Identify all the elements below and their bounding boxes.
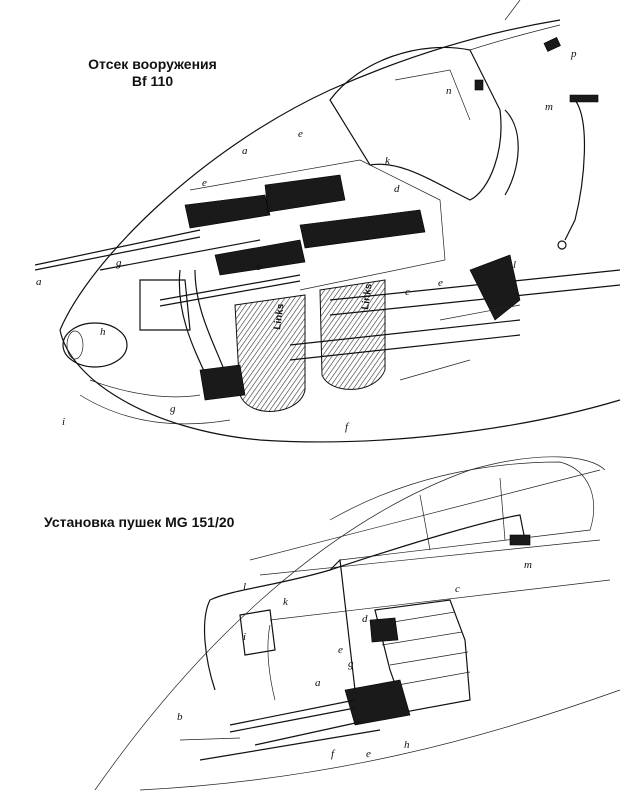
- top-label-g-upper: g: [116, 257, 122, 269]
- nose-lower-outline: [59, 329, 621, 443]
- top-label-l: l: [513, 259, 516, 271]
- top-label-i: i: [62, 416, 65, 428]
- top-title-line1: Отсек вооружения: [88, 56, 217, 72]
- ammunition-magazine: [374, 599, 471, 713]
- bottom-label-a: a: [315, 677, 321, 689]
- top-label-h: h: [100, 326, 106, 338]
- bottom-label-m: m: [524, 559, 532, 571]
- bottom-label-e-upper: e: [338, 644, 343, 656]
- top-label-e-top: e: [298, 128, 303, 140]
- feed-hose: [209, 558, 356, 691]
- top-label-c: c: [405, 286, 410, 298]
- top-label-e-right: e: [438, 277, 443, 289]
- top-label-b: b: [256, 261, 262, 273]
- top-label-a: a: [242, 145, 248, 157]
- bottom-label-i: i: [243, 631, 246, 643]
- top-label-p: p: [570, 48, 577, 60]
- bottom-label-l: l: [243, 581, 246, 593]
- top-label-d: d: [394, 183, 400, 195]
- top-nose-section: a a b c d e e e f g g h i k l m n p Link…: [34, 0, 621, 443]
- links-label-left: Links: [272, 303, 287, 331]
- canopy-frame: [329, 46, 502, 201]
- top-label-n: n: [446, 85, 452, 97]
- bottom-label-b: b: [177, 711, 183, 723]
- bottom-label-k: k: [283, 596, 289, 608]
- nose-outline: [59, 19, 561, 331]
- bottom-label-g: g: [348, 658, 354, 670]
- top-label-g-lower: g: [170, 403, 176, 415]
- links-box-left: [234, 294, 306, 412]
- bottom-label-d: d: [362, 613, 368, 625]
- bottom-label-h: h: [404, 739, 410, 751]
- top-label-m: m: [545, 101, 553, 113]
- top-label-a-left: a: [36, 276, 42, 288]
- bottom-cannon-installation: l k i c d e g a b f e h m: [94, 456, 621, 791]
- bottom-label-e-lower: e: [366, 748, 371, 760]
- bottom-label-f: f: [331, 748, 336, 760]
- top-label-e-left: e: [202, 177, 207, 189]
- links-box-right: [319, 279, 386, 390]
- top-title-line2: Bf 110: [131, 73, 174, 89]
- bottom-diagram-title: Установка пушек MG 151/20: [44, 514, 235, 530]
- top-label-k: k: [385, 155, 391, 167]
- lower-fuselage-outline: [94, 456, 606, 791]
- top-label-f: f: [345, 421, 350, 433]
- top-diagram-title: Отсек вооружения Bf 110: [70, 56, 235, 90]
- links-label-right: Links: [360, 283, 375, 311]
- bottom-label-c: c: [455, 583, 460, 595]
